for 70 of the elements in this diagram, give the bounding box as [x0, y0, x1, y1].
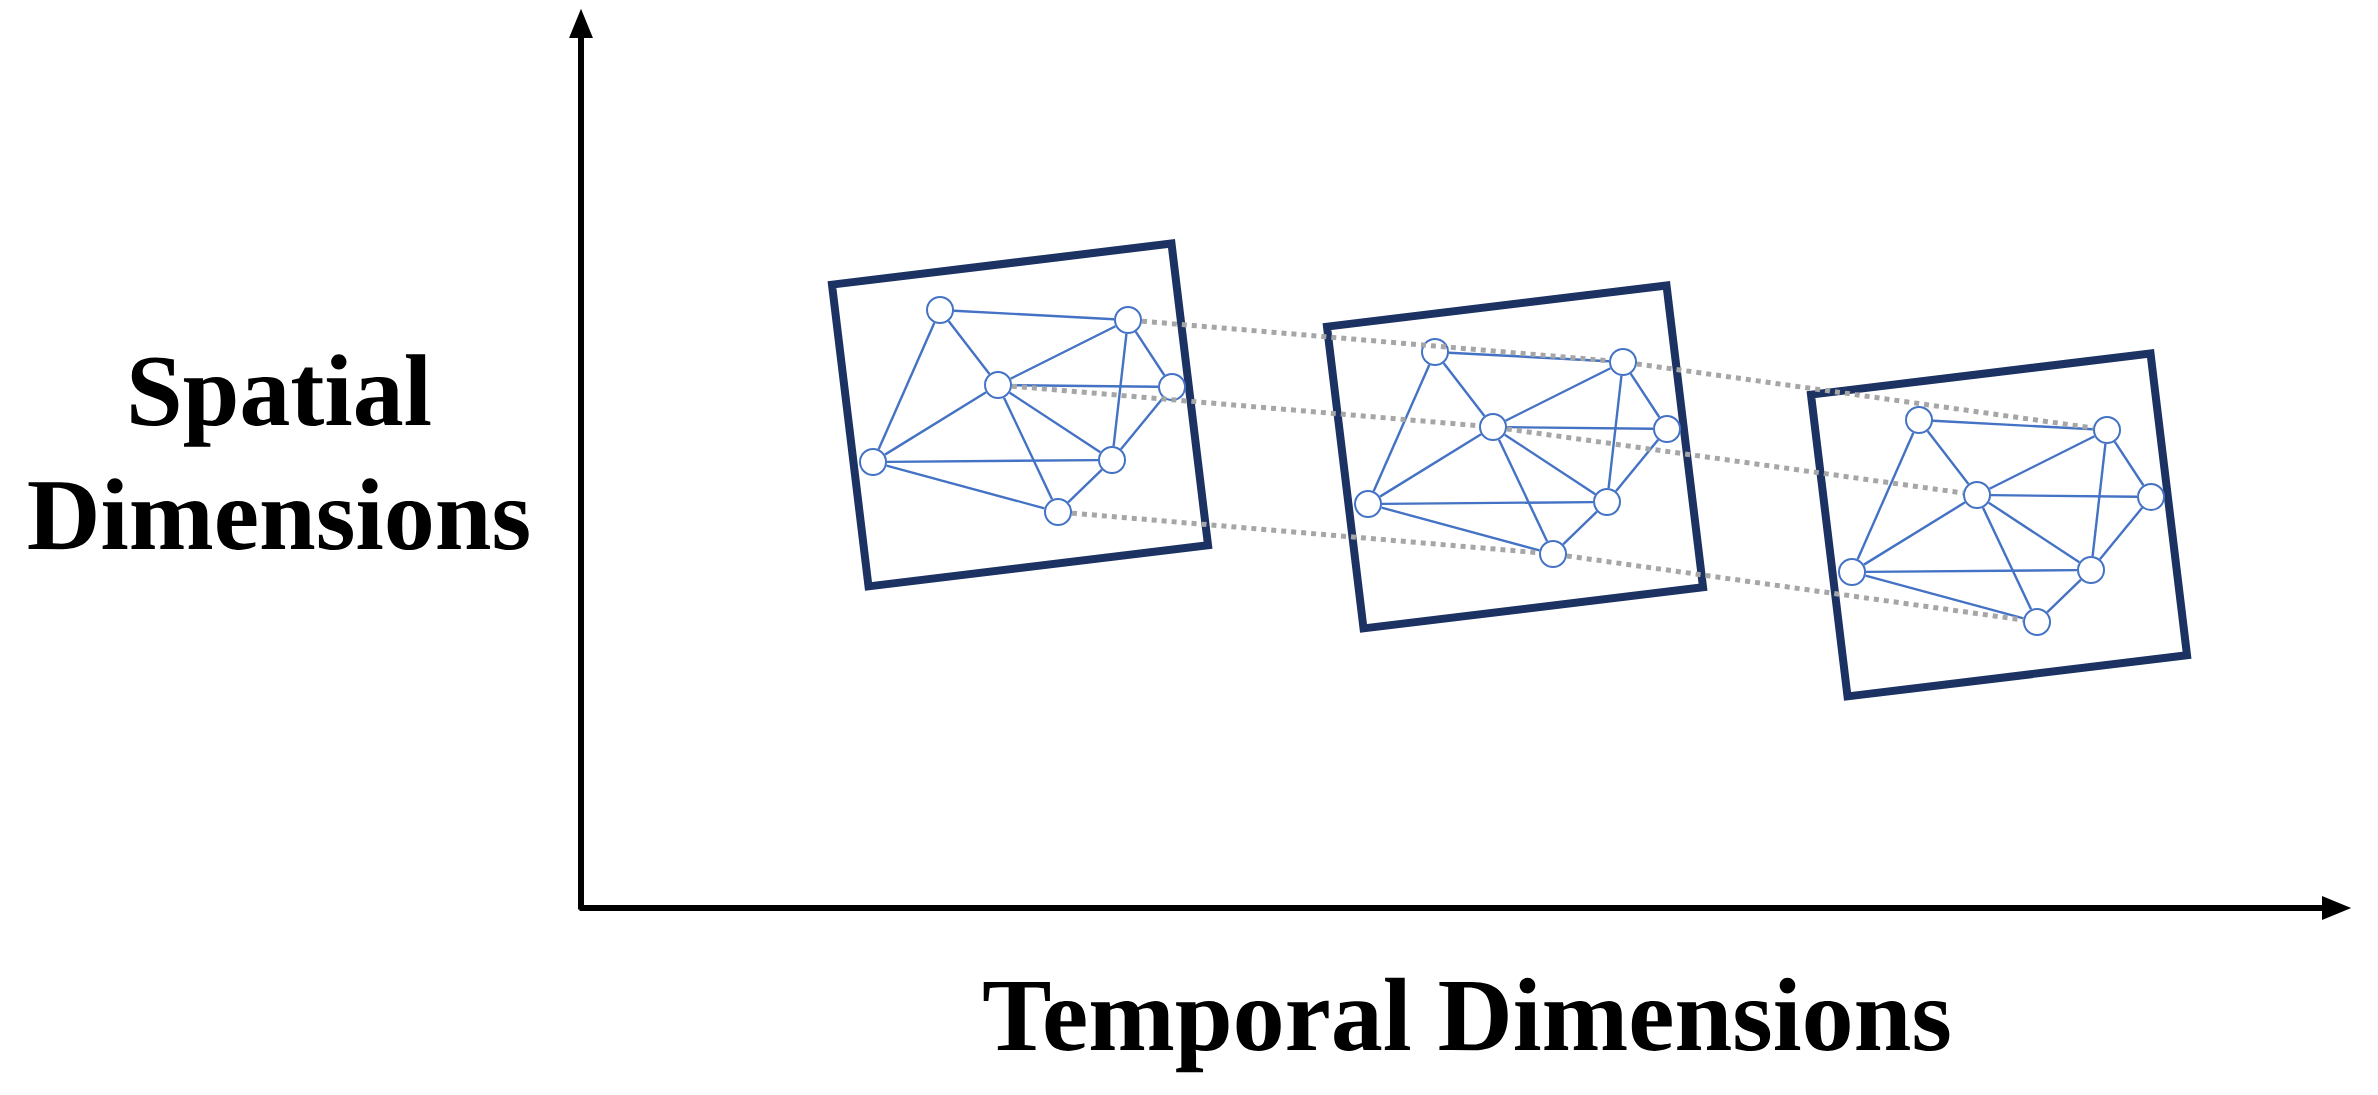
graph-edge: [1009, 391, 1101, 454]
node-circle: [1609, 348, 1637, 376]
square-frame: [1322, 281, 1708, 633]
graph-edge: [1932, 419, 2094, 431]
graph-edge: [1615, 439, 1660, 492]
axis-label: Temporal Dimensions: [983, 977, 1950, 1073]
graph-edge: [1379, 433, 1482, 498]
graph-edge: [1926, 430, 1970, 485]
graph-edge: [884, 391, 987, 456]
graph-edge: [1112, 333, 1128, 447]
node-circle: [1354, 490, 1382, 518]
node-circle: [1653, 415, 1681, 443]
graph-edge: [1119, 397, 1165, 450]
graph-edge: [2099, 507, 2144, 560]
graph-edge: [1504, 433, 1596, 496]
graph-edge: [1382, 500, 1594, 506]
graph-edge: [887, 458, 1098, 464]
node-circle: [2077, 556, 2105, 584]
graph-edge: [1372, 364, 1431, 492]
node-circle: [1838, 558, 1866, 586]
graph-edge: [877, 322, 936, 450]
graph-edge: [1381, 506, 1540, 552]
axis-label: Spatial Dimensions: [28, 354, 529, 550]
graph-edge: [2046, 578, 2082, 614]
graph-edge: [1991, 493, 2138, 498]
node-circle: [1044, 498, 1072, 526]
dotted-line: [1566, 553, 2024, 623]
graph-edge: [1988, 501, 2080, 564]
node-circle: [1593, 488, 1621, 516]
graph-edge: [1856, 432, 1915, 560]
dotted-line: [1636, 361, 2094, 431]
node-circle: [984, 371, 1012, 399]
node-circle: [1905, 406, 1933, 434]
graph-edge: [1866, 568, 2078, 574]
node-circle: [926, 295, 954, 324]
graph-edge: [1134, 331, 1166, 376]
graph-edge: [953, 309, 1115, 321]
node-circle: [2093, 416, 2121, 444]
graph-edge: [1497, 439, 1549, 542]
node-circle: [1158, 373, 1186, 401]
graph-edge: [2113, 441, 2145, 486]
graph-edge: [1607, 375, 1623, 489]
graph-edge: [1010, 325, 1117, 380]
node-circle: [1539, 540, 1567, 568]
graph-edge: [1448, 351, 1610, 363]
graph-edge: [886, 464, 1045, 510]
graph-edge: [1863, 501, 1966, 566]
graph-edge: [2091, 443, 2107, 557]
square-frame: [827, 239, 1213, 591]
node-circle: [859, 448, 887, 476]
graph-edge: [1629, 373, 1661, 418]
node-circle: [2137, 483, 2165, 511]
graph-edge: [1507, 425, 1654, 430]
node-circle: [2023, 608, 2051, 636]
node-circle: [1421, 338, 1449, 366]
graph-edge: [1505, 367, 1612, 422]
graph-edge: [1981, 507, 2033, 610]
graph-edge: [1002, 397, 1054, 500]
graph-edge: [1562, 510, 1598, 546]
square-frame: [1806, 349, 2192, 701]
graph-edge: [1442, 362, 1486, 417]
graph-edge: [1865, 574, 2024, 620]
node-circle: [1963, 481, 1991, 509]
graph-edge: [947, 320, 991, 375]
graph-edge: [1989, 435, 2096, 490]
graph-edge: [1067, 468, 1103, 504]
dotted-line: [1506, 426, 1964, 496]
node-circle: [1479, 413, 1507, 441]
node-circle: [1114, 306, 1142, 334]
node-circle: [1098, 446, 1126, 474]
